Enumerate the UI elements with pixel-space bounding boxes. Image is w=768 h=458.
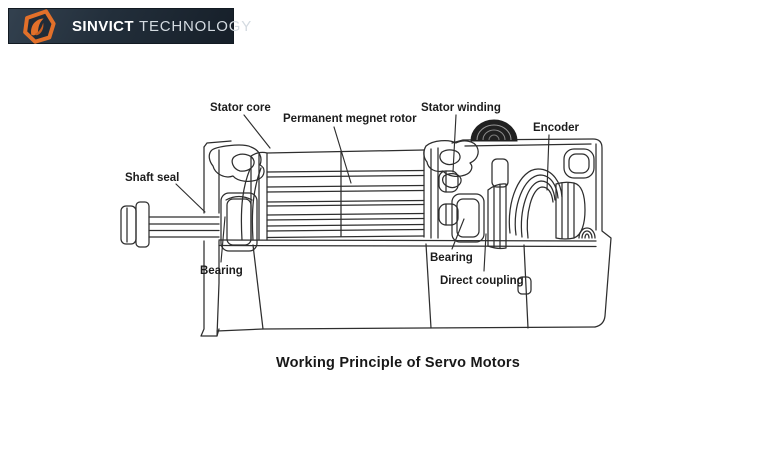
leader-encoder xyxy=(546,134,550,191)
logo-banner: SINVICT TECHNOLOGY xyxy=(8,8,251,44)
left-bearing-block xyxy=(220,192,258,252)
housing-right-inner-wall xyxy=(464,143,597,231)
encoder-arc-4 xyxy=(526,186,554,239)
housing-right-outline xyxy=(451,138,612,328)
brand-name: SINVICT xyxy=(72,17,134,35)
label-permanent-magnet-rotor: Permanent megnet rotor xyxy=(283,113,417,125)
housing-bottom-edge xyxy=(216,326,596,332)
base-rails xyxy=(218,239,597,248)
leader-shaft-seal xyxy=(175,183,206,213)
stator-core-casting xyxy=(208,144,265,183)
cylinder-laminations xyxy=(266,169,425,232)
leader-direct-coupling xyxy=(483,233,487,272)
label-stator-winding: Stator winding xyxy=(421,102,501,114)
coupling-flag-box xyxy=(491,158,509,188)
cylinder-right-ring xyxy=(423,147,439,239)
bolt-upper xyxy=(438,170,459,193)
lower-body-left-edge xyxy=(252,244,264,330)
shaft-body xyxy=(148,216,220,238)
stator-winding-casting xyxy=(423,139,479,177)
housing-slot-inner xyxy=(568,153,590,174)
label-bearing-right: Bearing xyxy=(430,252,473,264)
label-encoder: Encoder xyxy=(533,122,580,134)
label-stator-core: Stator core xyxy=(210,102,271,114)
flange-outer-edge xyxy=(200,146,220,337)
encoder-coil xyxy=(578,227,596,239)
bolt-lower xyxy=(438,203,459,226)
diagram-caption: Working Principle of Servo Motors xyxy=(275,355,520,371)
seam-tab xyxy=(517,276,532,295)
lower-body-seams xyxy=(425,243,529,329)
leader-permanent-magnet-rotor xyxy=(333,126,352,184)
leader-stator-core xyxy=(243,114,271,149)
leader-bearing-left xyxy=(220,216,226,263)
cylinder-body xyxy=(266,149,425,239)
cable-dome xyxy=(470,119,518,142)
brand-suffix: TECHNOLOGY xyxy=(138,17,252,35)
encoder-arc-1 xyxy=(508,168,563,234)
leader-bearing-right xyxy=(451,218,465,250)
left-bearing-inner xyxy=(226,198,252,246)
right-bearing-inner xyxy=(456,198,480,238)
housing-top-left xyxy=(203,140,232,148)
label-direct-coupling: Direct coupling xyxy=(440,275,524,287)
encoder-arc-3 xyxy=(520,180,556,238)
logo-text: SINVICT TECHNOLOGY xyxy=(72,8,252,44)
leader-stator-winding xyxy=(452,114,457,173)
part-labels: Stator core Permanent megnet rotor Stato… xyxy=(125,102,580,287)
flange-inner-edge xyxy=(216,149,220,337)
coupling-plates xyxy=(487,183,507,250)
shaft-end-cap xyxy=(120,205,137,245)
right-bearing-block xyxy=(451,193,485,243)
housing-slot-outer xyxy=(563,148,595,179)
label-shaft-seal: Shaft seal xyxy=(125,172,179,184)
leader-lines xyxy=(175,114,550,272)
hexagon-leaf-icon xyxy=(23,9,56,44)
label-bearing-left: Bearing xyxy=(200,265,243,277)
cylinder-left-ring xyxy=(250,151,268,241)
left-bearing-arc xyxy=(225,195,253,201)
stator-winding-inner xyxy=(439,149,461,166)
encoder-disc-stack xyxy=(555,181,575,240)
shaft-collar-disc xyxy=(135,201,150,248)
